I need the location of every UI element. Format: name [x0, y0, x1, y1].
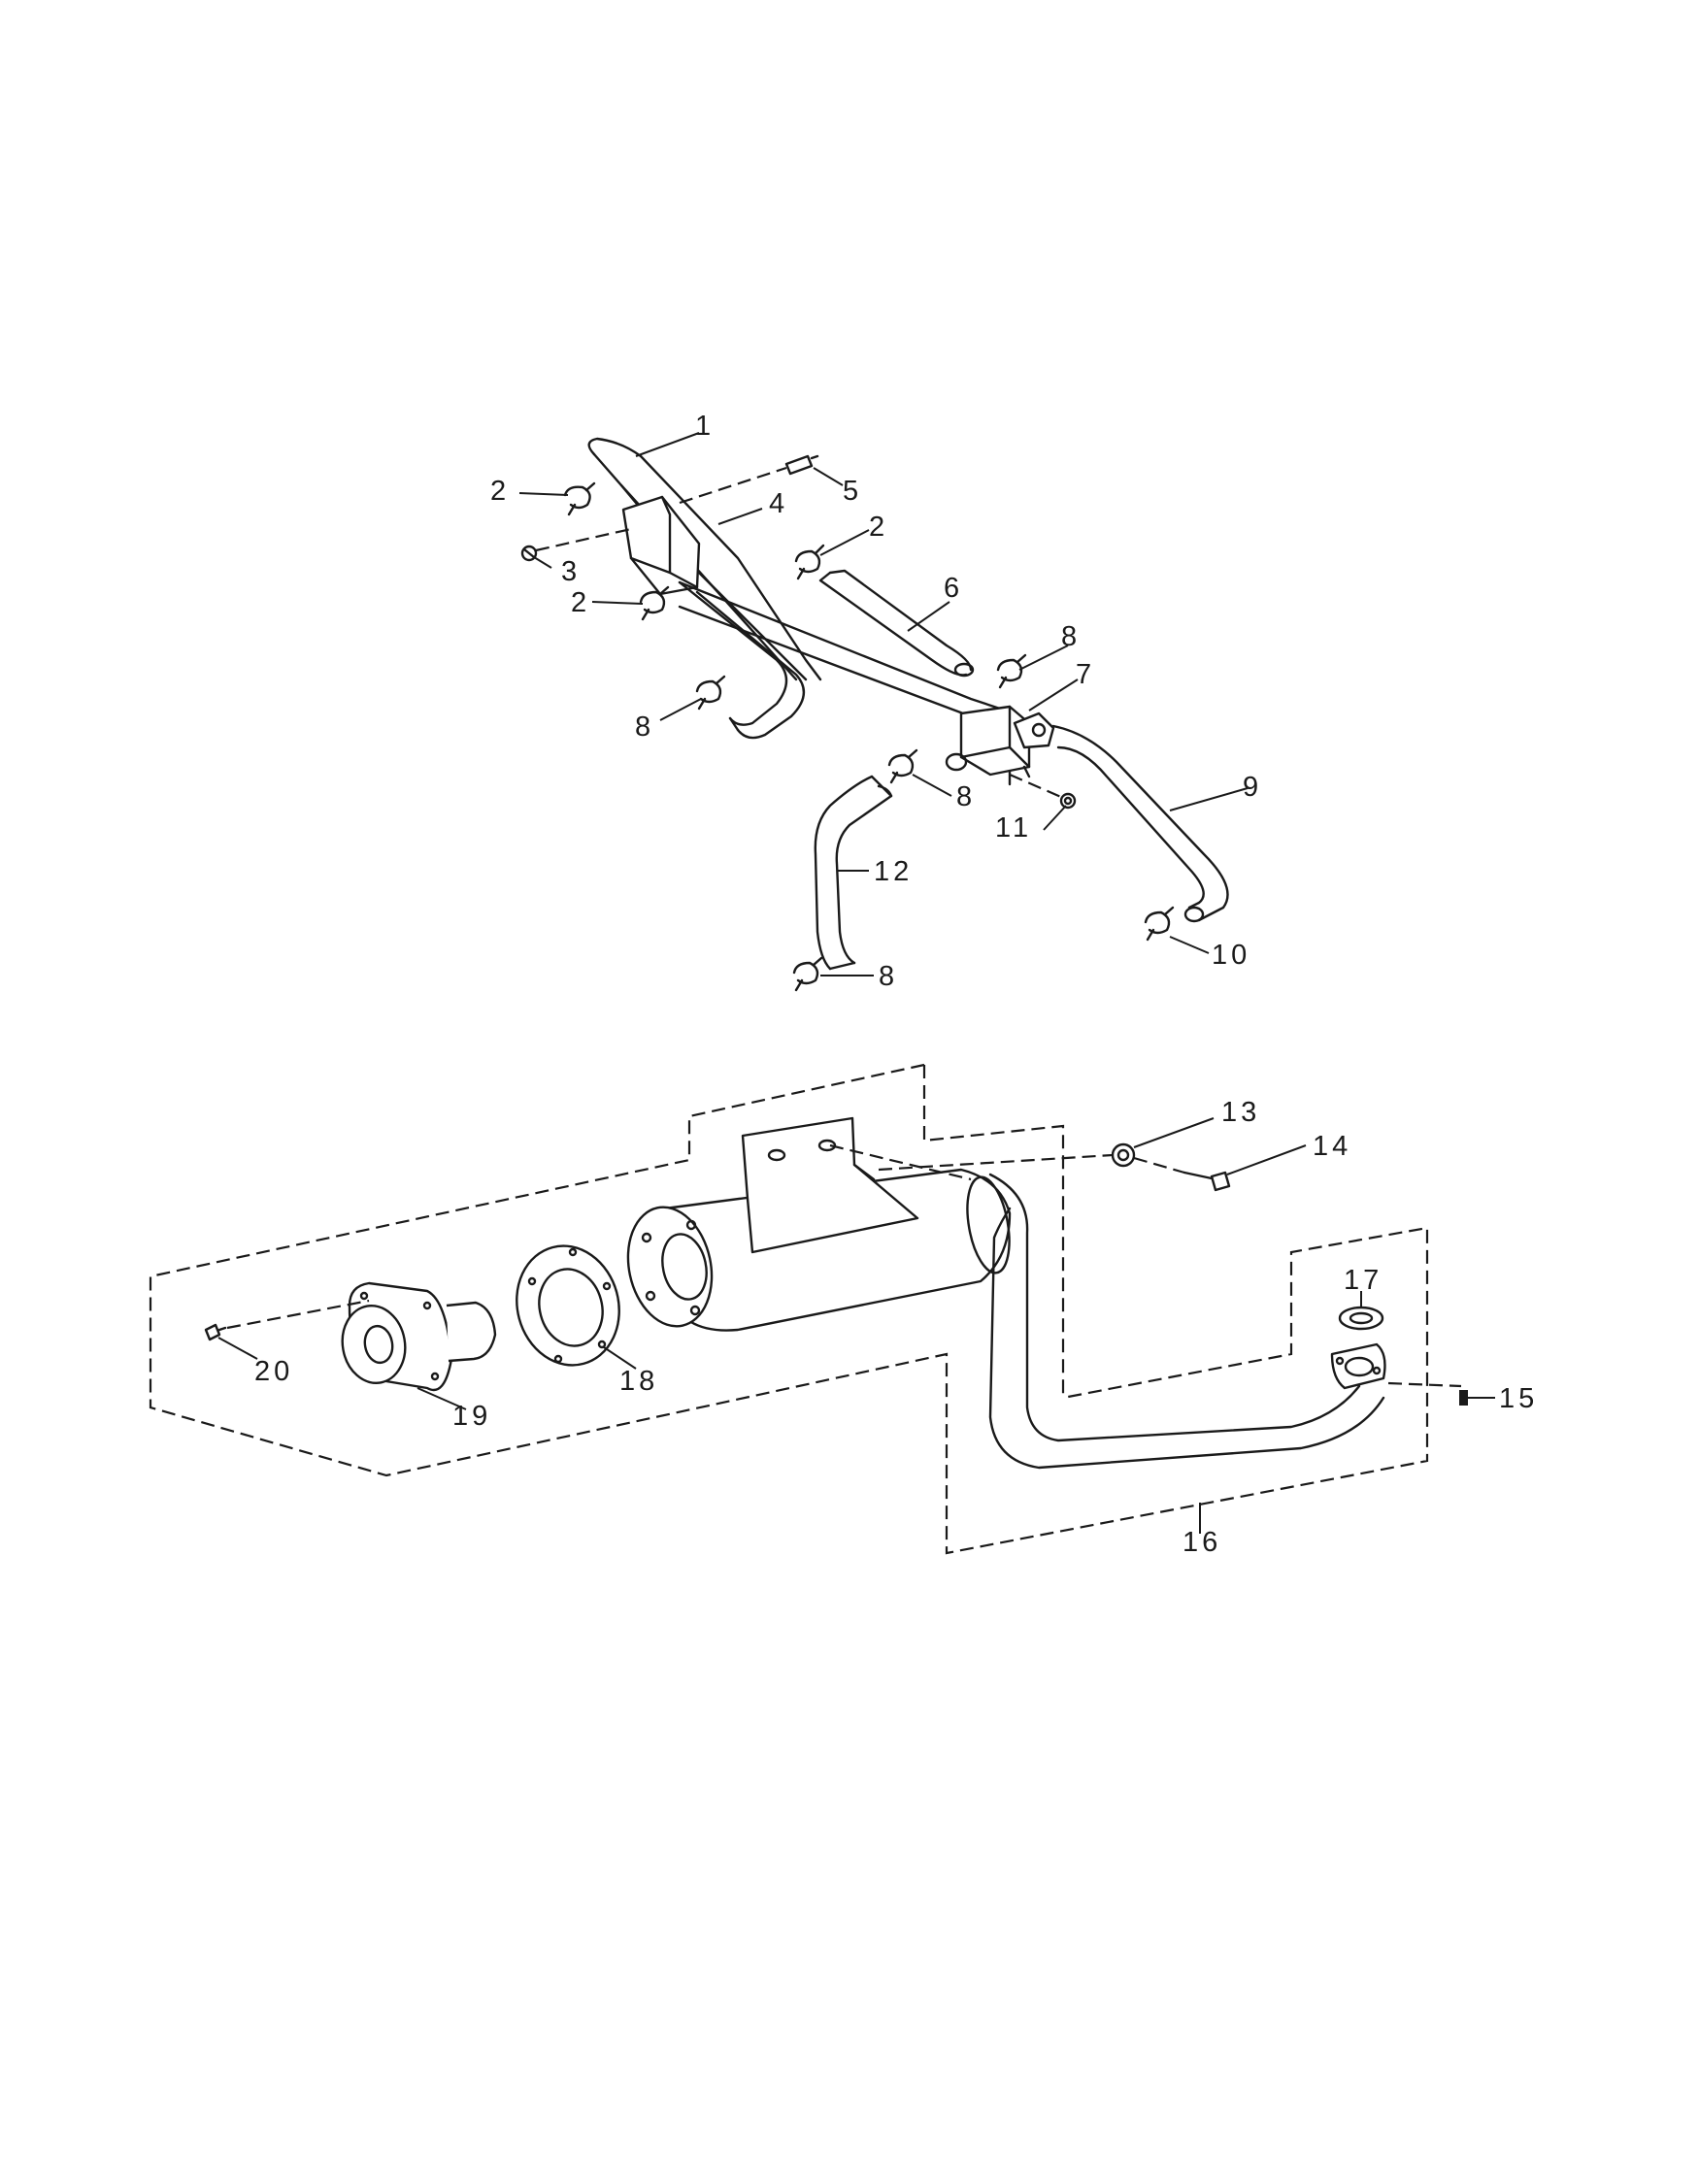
- callout-6: 6: [944, 573, 963, 604]
- callout-1: 1: [695, 411, 715, 442]
- callout-15: 15: [1499, 1383, 1538, 1414]
- callout-8b: 8: [635, 711, 654, 743]
- callout-13: 13: [1221, 1097, 1260, 1128]
- clamp-2c: [639, 585, 670, 621]
- callout-2a: 2: [490, 476, 510, 507]
- tailpipe-part-19: [341, 1281, 497, 1392]
- screw-part-20: [204, 1299, 370, 1341]
- callout-2b: 2: [869, 512, 888, 543]
- callout-9: 9: [1243, 772, 1262, 803]
- nut-11: [1059, 792, 1077, 810]
- bolt-part-15: [1387, 1381, 1468, 1406]
- lower-leader-lines: [217, 1117, 1495, 1534]
- bolt-3: [520, 545, 538, 562]
- clamp-2a: [563, 481, 596, 516]
- upper-leader-lines: [518, 432, 1249, 976]
- hose-part-6: [818, 569, 975, 678]
- clamp-10: [1144, 906, 1175, 942]
- callout-17: 17: [1344, 1265, 1383, 1296]
- callout-3: 3: [561, 556, 581, 587]
- pipe-part-1: [587, 437, 822, 681]
- exhaust-pipe-part-16: [988, 1173, 1385, 1470]
- clamp-8c: [887, 748, 918, 784]
- muffler-body-part-16: [626, 1116, 1012, 1332]
- hose-part-9: [1051, 724, 1229, 923]
- clamp-8d: [792, 956, 823, 992]
- callout-8c: 8: [956, 781, 976, 812]
- callout-16: 16: [1183, 1527, 1221, 1558]
- nut-part-13: [1111, 1142, 1136, 1168]
- check-valve-part-7: [945, 705, 1055, 786]
- callout-4: 4: [769, 488, 788, 519]
- callout-14: 14: [1313, 1131, 1351, 1162]
- muffler-group-outline: [149, 1063, 1429, 1555]
- callout-18: 18: [619, 1366, 658, 1397]
- hose-part-12: [814, 775, 893, 971]
- gasket-part-18: [516, 1244, 620, 1367]
- callout-8d: 8: [879, 961, 898, 992]
- callout-12: 12: [874, 856, 913, 887]
- callout-8a: 8: [1061, 621, 1081, 652]
- pipe-lower-left: [678, 580, 805, 740]
- callout-20: 20: [254, 1356, 293, 1387]
- callout-10: 10: [1212, 940, 1250, 971]
- clamp-2b: [794, 544, 825, 580]
- callout-19: 19: [452, 1401, 491, 1432]
- bolt-5: [784, 454, 819, 476]
- bolt-part-14: [1183, 1171, 1231, 1192]
- clamp-8a: [996, 653, 1027, 689]
- clamp-8b: [695, 675, 726, 711]
- callout-11: 11: [995, 812, 1032, 844]
- reed-valve-part-4: [621, 495, 701, 596]
- upper-fastener-lines: [535, 466, 1064, 800]
- callout-5: 5: [843, 476, 862, 507]
- gasket-part-17: [1338, 1306, 1384, 1331]
- callout-7: 7: [1076, 659, 1095, 690]
- exhaust-flange: [1330, 1342, 1386, 1390]
- bracket-fastener-lines: [829, 1143, 1185, 1181]
- callout-2c: 2: [571, 587, 590, 618]
